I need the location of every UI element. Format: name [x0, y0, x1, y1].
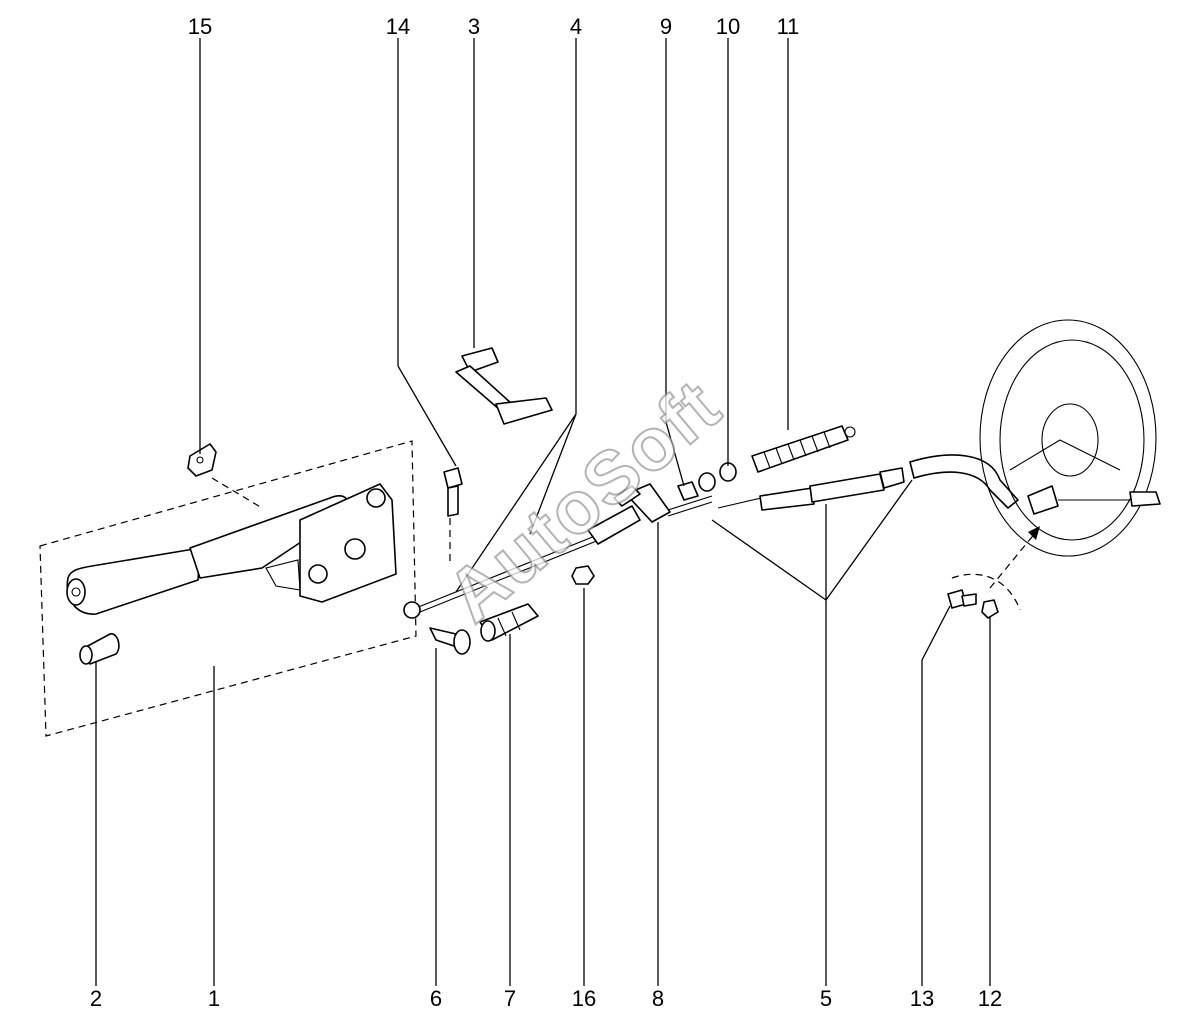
mounting-bolt: [947, 589, 977, 609]
brake-backing-plate: [979, 319, 1161, 557]
front-cable: [403, 505, 641, 619]
leader-lines: [95, 38, 991, 986]
arrow-head: [1028, 526, 1040, 540]
dashed-arrow-line: [989, 531, 1037, 589]
callout-1: 1: [208, 986, 220, 1011]
callout-4: 4: [570, 14, 582, 39]
pin: [429, 627, 471, 655]
clip: [187, 443, 217, 477]
grip-cap: [79, 633, 120, 665]
spring: [751, 425, 856, 473]
rubber-boot: [479, 603, 539, 642]
callout-10: 10: [716, 14, 740, 39]
callout-15: 15: [188, 14, 212, 39]
equalizer: [613, 483, 713, 523]
callout-13: 13: [910, 986, 934, 1011]
callout-2: 2: [90, 986, 102, 1011]
callout-6: 6: [430, 986, 442, 1011]
bracket-plate: [455, 347, 553, 425]
dashed-arc: [951, 573, 1021, 611]
callout-9: 9: [660, 14, 672, 39]
nut: [571, 565, 595, 585]
lever-assembly: [66, 483, 397, 615]
rear-cable: [717, 454, 1019, 511]
callout-8: 8: [652, 986, 664, 1011]
bushing: [677, 481, 699, 501]
callout-5: 5: [820, 986, 832, 1011]
callout-14: 14: [386, 14, 410, 39]
callout-3: 3: [468, 14, 480, 39]
callout-16: 16: [572, 986, 596, 1011]
washer: [698, 462, 737, 492]
callout-12: 12: [978, 986, 1002, 1011]
mounting-nut: [981, 599, 999, 619]
bolt: [443, 467, 463, 517]
assembly-boundary-1: [39, 440, 417, 737]
callout-7: 7: [504, 986, 516, 1011]
callout-11: 11: [777, 14, 800, 39]
